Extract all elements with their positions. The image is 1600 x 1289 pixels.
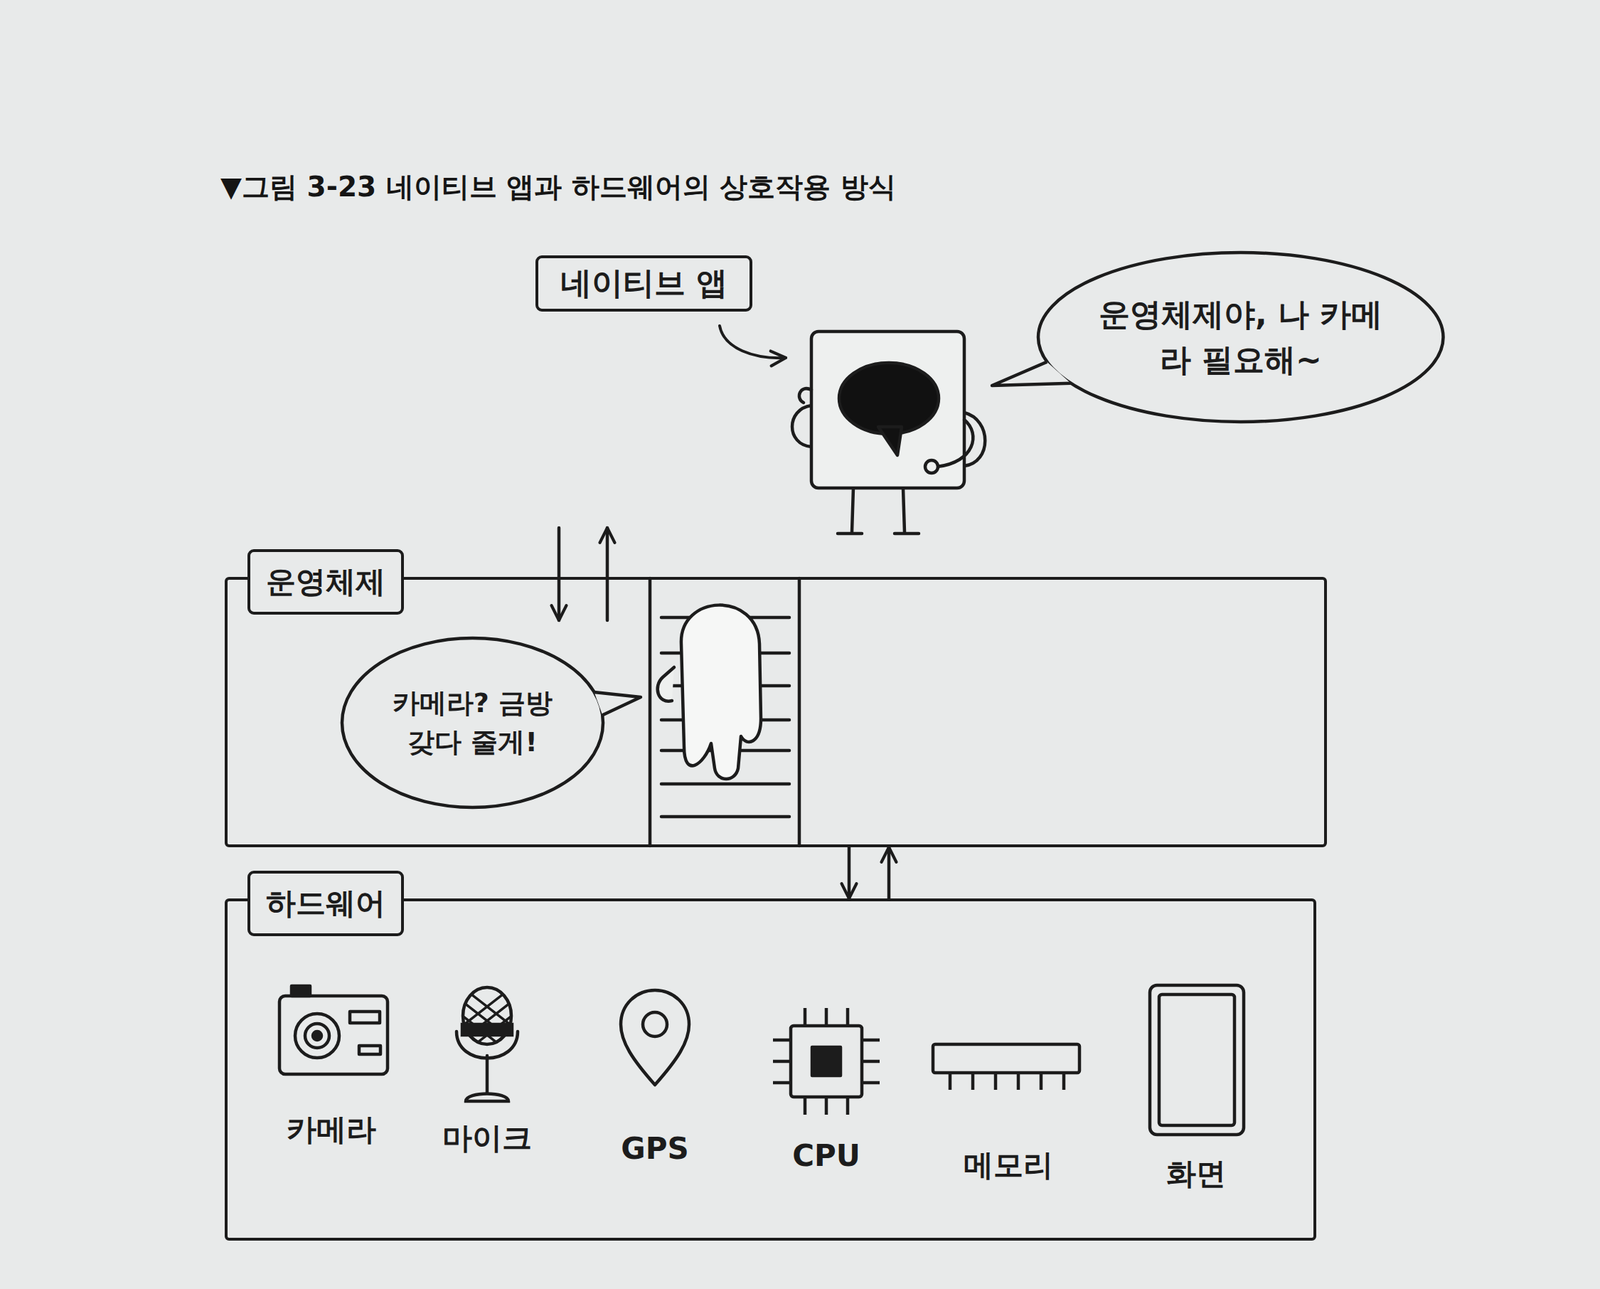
hardware-panel: 하드웨어	[224, 898, 1317, 1241]
gps-pin-icon-part	[642, 1011, 668, 1037]
cpu-icon-part	[846, 1007, 850, 1026]
memory-icon-part	[932, 1043, 1080, 1073]
cpu-icon-part	[824, 1096, 829, 1115]
ladder-part	[797, 578, 802, 846]
cpu-icon-part	[861, 1038, 880, 1042]
microphone-icon	[455, 981, 520, 1101]
bubble-tail	[594, 691, 641, 715]
hardware-label: 카메라	[286, 1109, 377, 1150]
memory-icon-part	[971, 1072, 975, 1090]
null-part-part	[455, 1009, 520, 1060]
ladder-part	[661, 782, 790, 786]
app-character-part	[903, 487, 905, 532]
gps-pin-icon	[620, 989, 690, 1085]
bubble-ellipse	[1038, 252, 1444, 422]
arrow-up	[605, 527, 610, 621]
bubble-text-holder: 운영체제야, 나 카메라 필요해~	[1036, 250, 1446, 424]
app-character-part	[925, 460, 938, 473]
app-character	[792, 331, 985, 534]
app-character-part	[937, 419, 973, 467]
panel-tab: 운영체제	[247, 548, 404, 615]
hardware-label: CPU	[792, 1137, 861, 1173]
memory-icon-part	[1062, 1072, 1066, 1090]
cpu-icon-part	[772, 1059, 791, 1064]
app-character-part	[878, 426, 902, 456]
os-panel: 운영체제카메라? 금방 갖다 줄게!	[224, 576, 1327, 847]
screen-icon-part	[1149, 984, 1244, 1135]
microphone-icon-part	[485, 1055, 490, 1096]
app-character-part	[851, 487, 854, 532]
screen-icon	[1149, 984, 1244, 1135]
climbing-character-part	[657, 667, 675, 702]
hardware-label: 메모리	[963, 1144, 1054, 1185]
cpu-icon-part	[861, 1080, 880, 1085]
hardware-label: 마이크	[442, 1117, 532, 1158]
connector-line	[847, 846, 852, 899]
cpu-icon	[772, 1007, 880, 1115]
cpu-icon-part	[824, 1007, 829, 1026]
cpu-icon-part	[772, 1038, 791, 1042]
microphone-icon-part	[462, 987, 512, 1044]
climbing-character-part	[681, 605, 761, 779]
hardware-label: GPS	[620, 1130, 690, 1166]
cpu-icon-part	[790, 1025, 862, 1097]
camera-icon-part	[359, 1045, 381, 1054]
screen-icon-part	[1159, 994, 1235, 1125]
memory-icon-part	[948, 1072, 953, 1090]
bubble-outline	[339, 635, 606, 810]
connector	[849, 846, 889, 899]
speech-bubble: 운영체제야, 나 카메라 필요해~	[1036, 250, 1446, 424]
panel-heading: 하드웨어	[265, 883, 386, 924]
memory-icon-part	[994, 1072, 998, 1090]
bubble-text: 운영체제야, 나 카메라 필요해~	[1098, 291, 1384, 383]
bubble-text: 카메라? 금방 갖다 줄게!	[384, 683, 562, 762]
app-character-part	[894, 531, 919, 536]
hardware-label: 화면	[1166, 1153, 1226, 1194]
climbing-character	[657, 605, 761, 779]
node-label: 네이티브 앱	[560, 262, 728, 305]
cpu-icon-part	[803, 1007, 808, 1026]
camera-icon-part	[279, 995, 388, 1074]
app-character-part	[799, 388, 812, 403]
cpu-icon-part	[846, 1096, 850, 1115]
label-box: 네이티브 앱	[535, 255, 753, 312]
camera-icon-part	[312, 1031, 322, 1040]
app-character-part	[837, 531, 862, 536]
camera-icon-part	[349, 1011, 380, 1023]
bubble-tail	[992, 361, 1071, 386]
panel-tab: 하드웨어	[247, 870, 404, 936]
speech-bubble: 카메라? 금방 갖다 줄게!	[339, 635, 606, 810]
memory-icon-part	[1039, 1072, 1044, 1090]
connector-line	[887, 846, 892, 899]
microphone-icon-part	[465, 1093, 509, 1102]
null-part-part	[455, 1009, 520, 1060]
gps-pin-icon-part	[620, 989, 690, 1085]
memory-icon	[932, 1043, 1080, 1090]
camera-icon-part	[305, 1023, 330, 1048]
arrow-down	[557, 527, 562, 621]
memory-icon-part	[1016, 1072, 1021, 1090]
leader-arrow	[719, 325, 786, 358]
app-os-arrows	[558, 527, 608, 621]
camera-icon	[279, 985, 388, 1074]
cpu-icon-part	[861, 1059, 880, 1064]
app-character-part	[839, 362, 939, 434]
bubble-outline	[1036, 250, 1446, 424]
leader-arrow-part	[719, 325, 786, 358]
figure-title: ▼그림 3-23 네이티브 앱과 하드웨어의 상호작용 방식	[220, 167, 896, 207]
microphone-icon-part	[462, 1024, 512, 1035]
ladder-part	[648, 578, 653, 846]
ladder	[649, 578, 800, 846]
cpu-icon-part	[772, 1080, 791, 1085]
cpu-icon-part	[803, 1096, 808, 1115]
cpu-icon-part	[812, 1046, 841, 1076]
camera-icon-part	[295, 1013, 340, 1058]
panel-heading: 운영체제	[265, 561, 386, 602]
bubble-ellipse	[342, 637, 604, 808]
bubble-text-holder: 카메라? 금방 갖다 줄게!	[339, 635, 606, 810]
app-character-part	[792, 405, 812, 447]
ladder-part	[661, 814, 790, 819]
